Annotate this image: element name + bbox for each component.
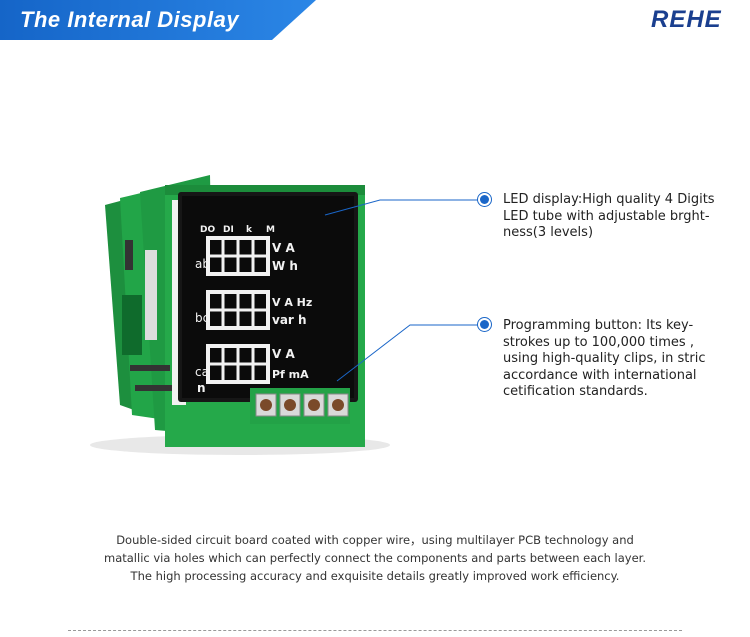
display-row2-unit-top: V A Hz [272,296,312,309]
display-row1-unit-top: V A [272,241,295,255]
display-row3-unit-bottom: Pf mA [272,368,309,381]
footer-description: Double-sided circuit board coated with c… [60,531,690,585]
display-label-do: DO [200,225,215,235]
display-label-k: k [246,225,253,235]
meter-illustration: DO DI k M ab V A W h bc V A Hz var h ca … [90,175,390,455]
title-banner: The Internal Display [0,0,316,40]
display-row1-prefix: ab [195,257,210,271]
display-row2-unit-bottom: var h [272,313,307,327]
led-display-callout: LED display:High quality 4 Digits LED tu… [503,192,715,240]
footer-line-3: The high processing accuracy and exquisi… [130,569,620,583]
header-bar: The Internal Display REHE [0,0,750,40]
title-banner-shape [0,0,316,40]
page-title: The Internal Display [20,7,240,32]
footer-line-2: matallic via holes which can perfectly c… [104,551,646,565]
display-row1-unit-bottom: W h [272,259,298,273]
programming-buttons [250,388,350,424]
footer-line-1: Double-sided circuit board coated with c… [116,533,634,547]
brand-logo: REHE [651,6,722,33]
callout-1-marker [480,195,489,204]
display-row3-prefix: ca [195,365,209,379]
display-row3-prefix2: n [197,381,206,395]
display-row3-unit-top: V A [272,347,295,361]
programming-button-callout: Programming button: Its key-strokes up t… [503,318,706,399]
display-label-m: M [266,225,275,235]
callout-2-marker [480,320,489,329]
bottom-divider [68,630,682,631]
meter-product-image: DO DI k M ab V A W h bc V A Hz var h ca … [60,130,400,460]
display-row2-prefix: bc [195,311,209,325]
display-label-di: DI [223,225,234,235]
